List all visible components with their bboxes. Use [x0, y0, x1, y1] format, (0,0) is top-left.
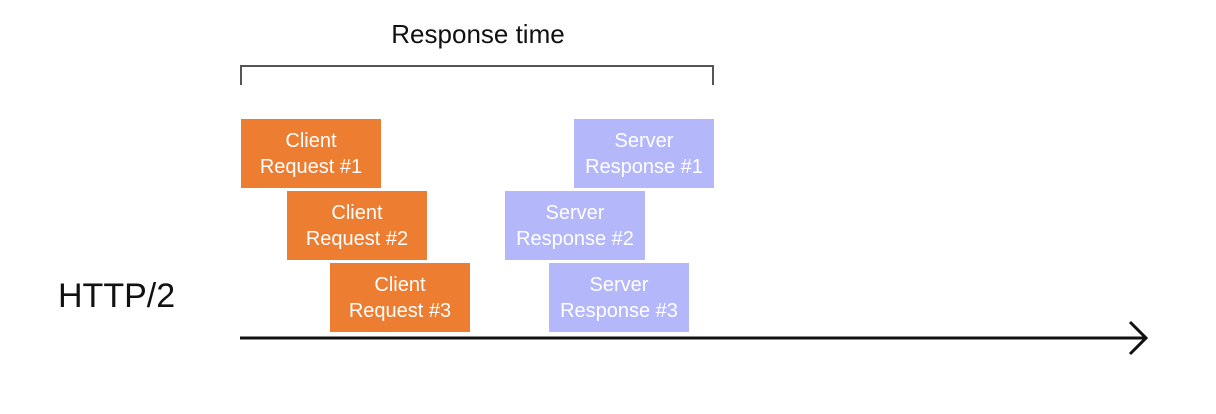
- client-request-1-line1: Client: [285, 129, 337, 152]
- client-request-2-line1: Client: [331, 201, 383, 224]
- client-request-3-line2: Request #3: [348, 299, 452, 322]
- timeline-arrow: [240, 320, 1149, 356]
- protocol-label: HTTP/2: [58, 277, 176, 315]
- server-response-3-box: Server Response #3: [549, 263, 689, 332]
- server-response-2-line2: Response #2: [516, 227, 634, 250]
- response-time-title: Response time: [391, 19, 565, 49]
- server-response-1-box: Server Response #1: [574, 119, 714, 188]
- response-time-bracket: [240, 65, 714, 85]
- client-request-3-line1: Client: [374, 273, 426, 296]
- server-response-2-box: Server Response #2: [505, 191, 645, 260]
- server-response-3-line2: Response #3: [560, 299, 678, 322]
- client-request-3-box: Client Request #3: [330, 263, 470, 332]
- client-request-1-box: Client Request #1: [241, 119, 381, 188]
- server-response-1-line2: Response #1: [585, 155, 703, 178]
- client-request-1-line2: Request #1: [259, 155, 363, 178]
- client-request-2-line2: Request #2: [305, 227, 409, 250]
- server-response-3-line1: Server: [589, 273, 649, 296]
- timeline-arrowhead-icon: [1128, 320, 1149, 356]
- server-response-1-line1: Server: [614, 129, 674, 152]
- server-response-2-line1: Server: [545, 201, 605, 224]
- client-request-2-box: Client Request #2: [287, 191, 427, 260]
